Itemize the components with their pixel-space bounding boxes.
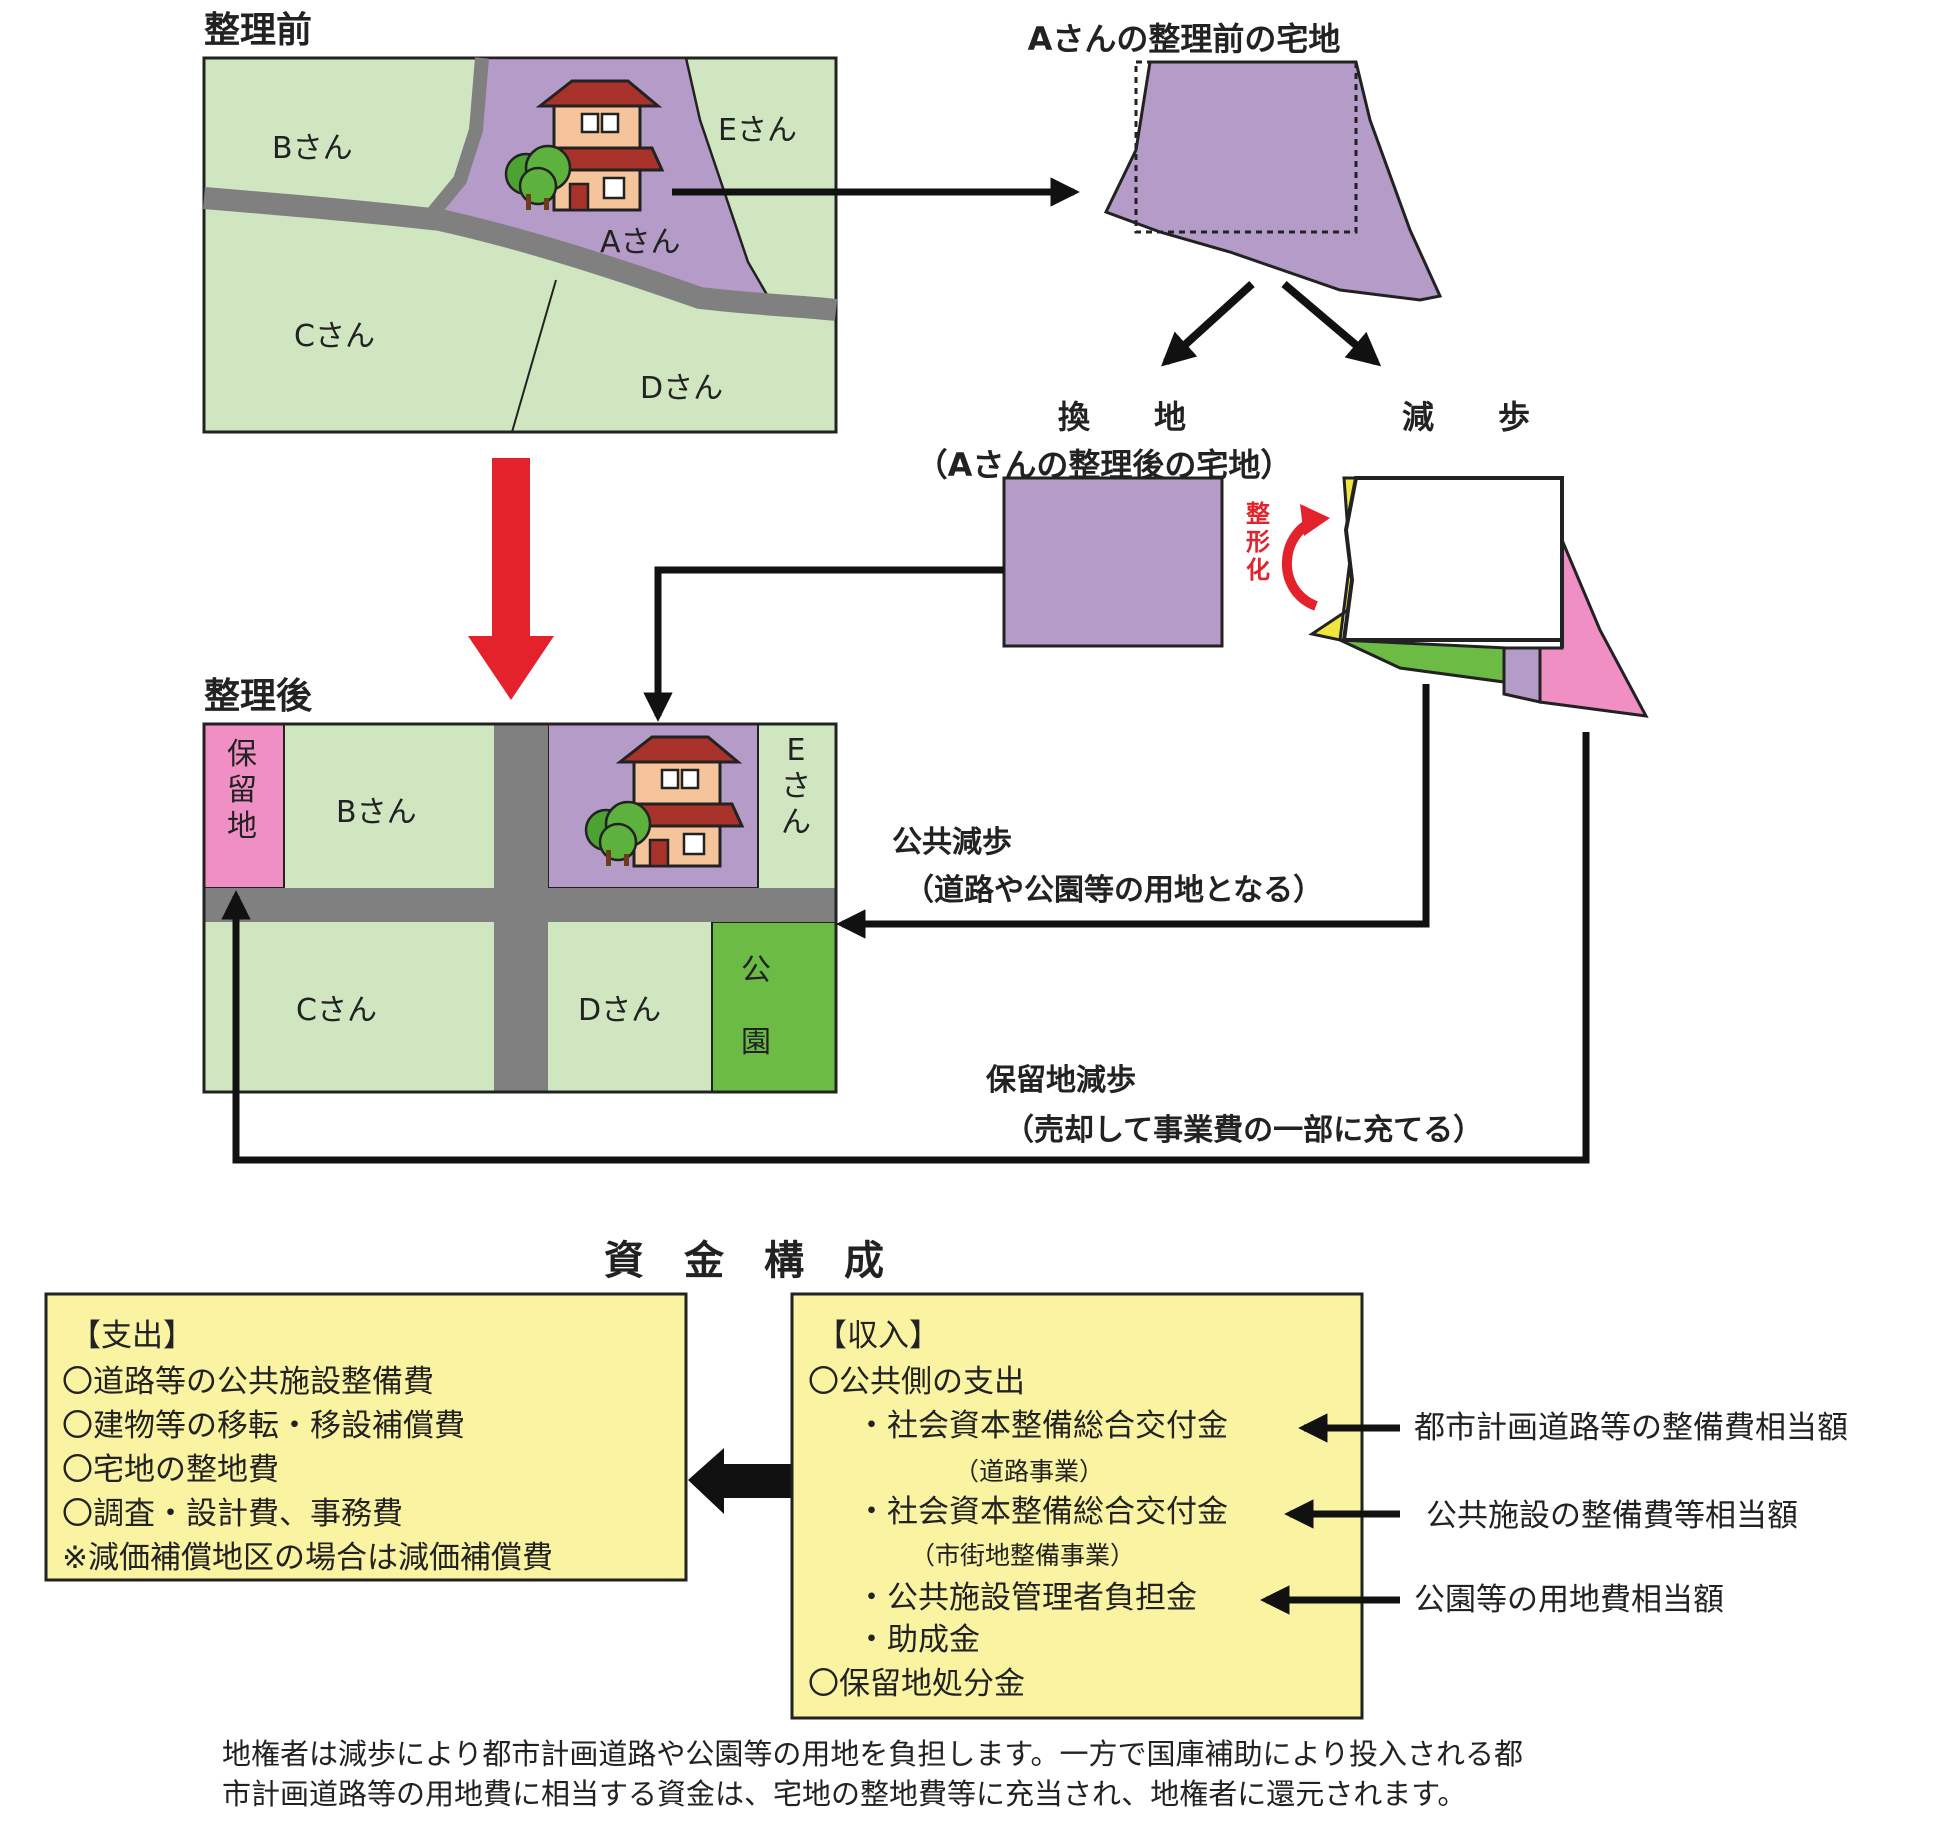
owner-c-before: Cさん (294, 319, 375, 354)
income-item: 〇公共側の支出 (808, 1364, 1025, 1400)
public-reduction-title: 公共減歩 (892, 825, 1012, 860)
expense-item: 〇宅地の整地費 (62, 1452, 279, 1488)
expense-item: 〇道路等の公共施設整備費 (62, 1364, 434, 1400)
income-heading: 【収入】 (816, 1318, 940, 1354)
owner-e-after-1: E (787, 733, 806, 768)
road-before (203, 187, 838, 321)
plot-a-shape (1103, 60, 1443, 302)
reserve-label-2: 留 (227, 773, 257, 808)
after-heading: 整理後 (204, 676, 313, 717)
income-item: ・公共施設管理者負担金 (856, 1580, 1197, 1616)
arrow-kanchi-to-after (643, 566, 1004, 722)
reserve-reduction-note: （売却して事業費の一部に充てる） (1004, 1113, 1483, 1148)
transition-arrow (468, 458, 554, 700)
plot-a-title: Aさんの整理前の宅地 (1028, 20, 1341, 58)
before-map: Bさん Eさん Aさん Cさん Dさん (202, 56, 838, 434)
owner-e-after-2: さ (781, 769, 811, 804)
owner-d-before: Dさん (640, 371, 723, 406)
source-label: 公共施設の整備費等相当額 (1426, 1498, 1798, 1534)
owner-b-after: Bさん (336, 795, 417, 830)
kanchi-plot (1002, 476, 1224, 648)
genbu-title: 減 歩 (1402, 398, 1530, 436)
footnote-line: 地権者は減歩により都市計画道路や公園等の用地を負担します。一方で国庫補助により投… (222, 1737, 1523, 1771)
arrow-to-kanchi (1161, 281, 1255, 367)
income-subitem: （道路事業） (954, 1457, 1104, 1486)
genbu-shape (1308, 476, 1649, 718)
owner-a-before: Aさん (600, 225, 681, 260)
owner-d-after: Dさん (578, 993, 661, 1028)
income-to-expense-arrow (688, 1448, 792, 1514)
reserve-reduction-title: 保留地減歩 (986, 1063, 1136, 1098)
public-reduction-note: （道路や公園等の用地となる） (904, 873, 1323, 908)
owner-e-after-3: ん (781, 805, 811, 840)
before-heading: 整理前 (204, 10, 312, 51)
owner-b-before: Bさん (272, 131, 353, 166)
after-map: 保 留 地 Bさん E さ ん Cさん Dさん 公 園 (202, 722, 838, 1094)
income-subitem: （市街地整備事業） (910, 1541, 1135, 1570)
arrow-to-genbu (1281, 280, 1382, 367)
income-item: 〇保留地処分金 (808, 1666, 1025, 1702)
expense-item: 〇建物等の移転・移設補償費 (62, 1408, 465, 1444)
source-label: 公園等の用地費相当額 (1414, 1582, 1724, 1618)
owner-c-after: Cさん (296, 993, 377, 1028)
income-box (790, 1292, 1364, 1720)
seikeika-arrow (1281, 515, 1320, 611)
reserve-land (203, 723, 285, 889)
reserve-label-1: 保 (227, 737, 257, 772)
arrow-reserve-reduction (221, 732, 1590, 1164)
reserve-label-3: 地 (227, 809, 257, 844)
seikeika-3: 化 (1246, 556, 1270, 584)
seikeika-2: 形 (1246, 528, 1270, 556)
park-label-1: 公 (741, 953, 771, 988)
expense-item: ※減価補償地区の場合は減価補償費 (62, 1540, 553, 1576)
source-label: 都市計画道路等の整備費相当額 (1414, 1410, 1848, 1446)
income-item: ・助成金 (856, 1622, 980, 1658)
income-item: ・社会資本整備総合交付金 (856, 1494, 1228, 1530)
funding-title: 資 金 構 成 (604, 1238, 884, 1284)
expense-box (44, 1292, 688, 1582)
road-after-vertical (494, 724, 548, 1092)
park-label-2: 園 (741, 1025, 771, 1060)
seikeika-1: 整 (1246, 500, 1270, 528)
park (711, 921, 837, 1093)
footnote-line: 市計画道路等の用地費に相当する資金は、宅地の整地費等に充当され、地権者に還元され… (222, 1777, 1466, 1811)
expense-heading: 【支出】 (70, 1318, 194, 1354)
income-item: ・社会資本整備総合交付金 (856, 1408, 1228, 1444)
arrow-public-reduction (836, 684, 1430, 939)
owner-e-before: Eさん (718, 113, 797, 148)
kanchi-title: 換 地 (1058, 398, 1186, 436)
expense-item: 〇調査・設計費、事務費 (62, 1496, 403, 1532)
